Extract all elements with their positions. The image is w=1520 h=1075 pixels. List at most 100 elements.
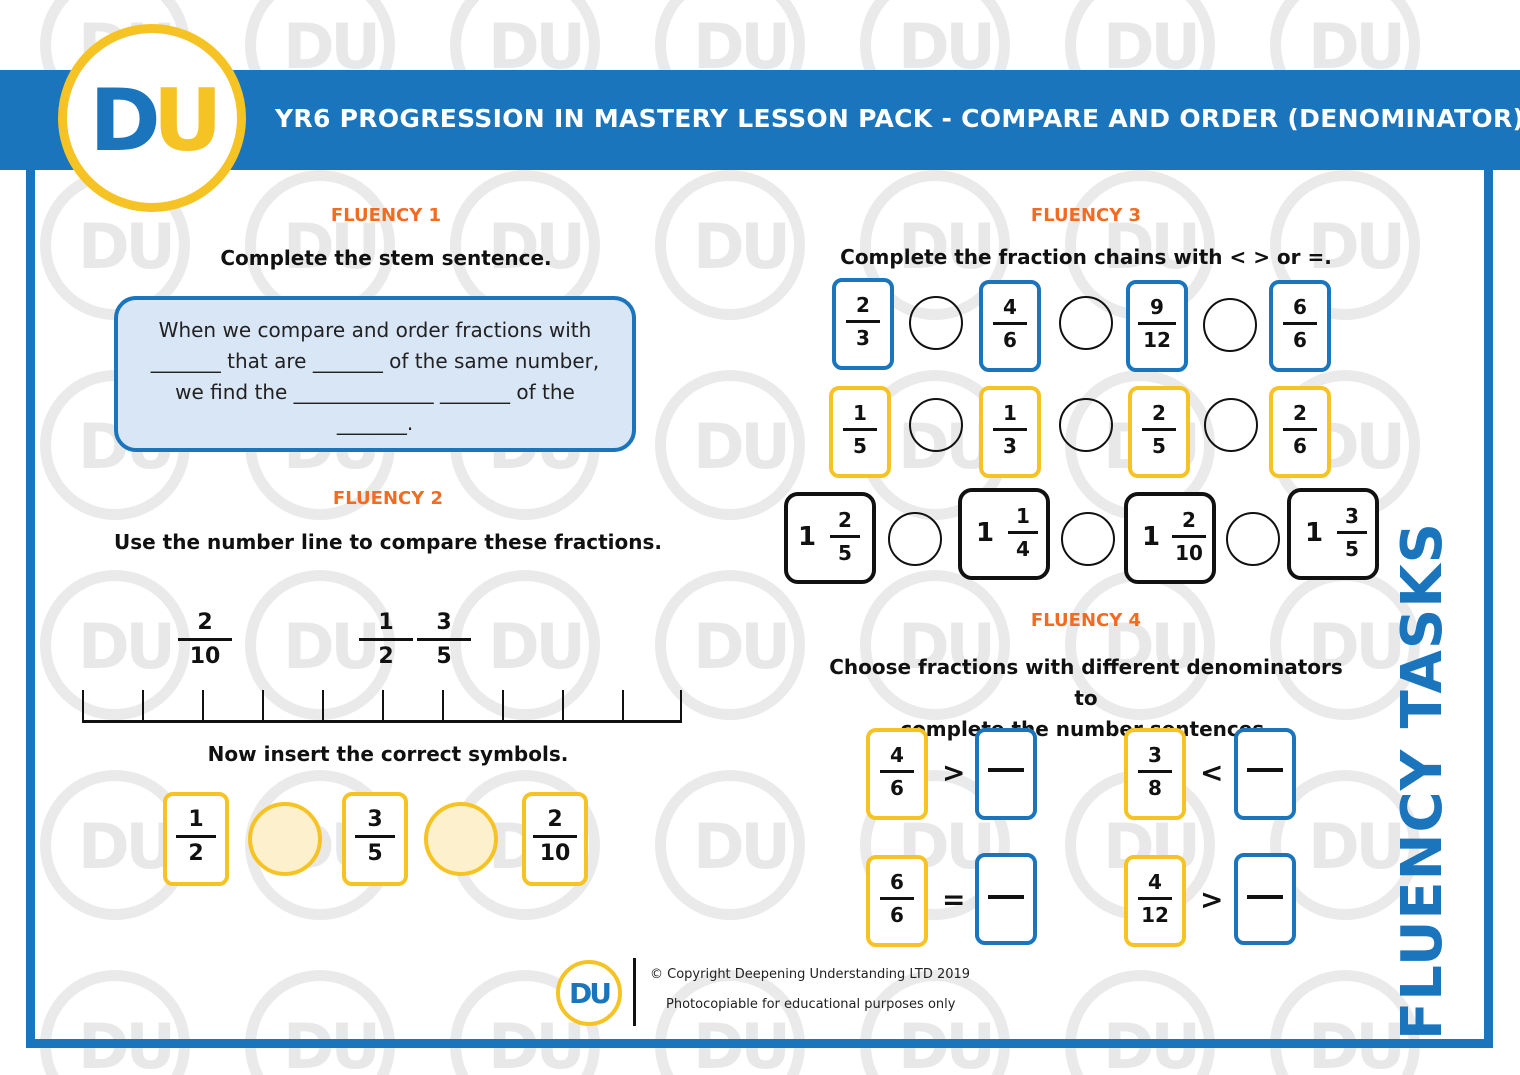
number-line-tick bbox=[622, 690, 624, 722]
watermark-ring bbox=[1270, 770, 1420, 920]
chain-answer-circle[interactable] bbox=[1203, 298, 1257, 352]
fluency3-heading: FLUENCY 3 bbox=[1030, 205, 1142, 226]
watermark-text: DU bbox=[283, 610, 381, 683]
symbol-answer-circle[interactable] bbox=[248, 802, 322, 876]
copyright-text: © Copyright Deepening Understanding LTD … bbox=[650, 967, 971, 982]
watermark-ring bbox=[245, 570, 395, 720]
fluency4-instruction-line-1: Choose fractions with different denomina… bbox=[829, 655, 1343, 710]
chain-answer-circle[interactable] bbox=[1059, 398, 1113, 452]
chain-answer-circle[interactable] bbox=[1204, 398, 1258, 452]
header-band bbox=[0, 70, 1520, 170]
comparison-symbol: < bbox=[1200, 756, 1224, 789]
watermark-text: DU bbox=[78, 810, 176, 883]
brand-logo: DU bbox=[58, 24, 246, 212]
watermark-text: DU bbox=[488, 610, 586, 683]
fluency2-instruction-symbols: Now insert the correct symbols. bbox=[207, 742, 569, 766]
answer-fraction-box[interactable] bbox=[1234, 728, 1296, 820]
watermark-text: DU bbox=[898, 210, 996, 283]
chain-answer-circle[interactable] bbox=[1059, 296, 1113, 350]
chain-answer-circle[interactable] bbox=[909, 296, 963, 350]
answer-fraction-bar bbox=[988, 768, 1024, 772]
number-line-tick bbox=[502, 690, 504, 722]
whole-number: 1 bbox=[976, 518, 995, 548]
footer-logo-text: DU bbox=[569, 977, 612, 1010]
watermark-ring bbox=[860, 570, 1010, 720]
watermark-text: DU bbox=[488, 210, 586, 283]
chain-answer-circle[interactable] bbox=[888, 512, 942, 566]
watermark-text: DU bbox=[693, 610, 791, 683]
watermark-text: DU bbox=[1308, 210, 1406, 283]
watermark-text: DU bbox=[283, 210, 381, 283]
whole-number: 1 bbox=[1305, 518, 1324, 548]
footer-divider bbox=[633, 958, 636, 1026]
fluency1-heading: FLUENCY 1 bbox=[330, 205, 442, 226]
number-line-tick bbox=[202, 690, 204, 722]
logo-letter-u: U bbox=[152, 71, 223, 171]
watermark-ring bbox=[655, 570, 805, 720]
comparison-symbol: > bbox=[942, 756, 966, 789]
watermark-ring bbox=[1270, 170, 1420, 320]
number-line-tick bbox=[142, 690, 144, 722]
fluency4-heading: FLUENCY 4 bbox=[1030, 610, 1142, 631]
footer-logo: DU bbox=[556, 960, 622, 1026]
side-label: FLUENCY TASKS bbox=[1390, 522, 1455, 1040]
watermark-text: DU bbox=[1103, 610, 1201, 683]
answer-fraction-box[interactable] bbox=[975, 853, 1037, 945]
answer-fraction-box[interactable] bbox=[1234, 853, 1296, 945]
stem-line-2: _______ that are _______ of the same num… bbox=[150, 349, 600, 373]
comparison-symbol: > bbox=[1200, 883, 1224, 916]
symbol-answer-circle[interactable] bbox=[424, 802, 498, 876]
number-line-tick bbox=[442, 690, 444, 722]
stem-sentence-text: When we compare and order fractions with… bbox=[132, 315, 618, 439]
watermark-text: DU bbox=[1308, 810, 1406, 883]
watermark-ring bbox=[40, 970, 190, 1075]
number-line-tick bbox=[382, 690, 384, 722]
number-line-tick bbox=[322, 690, 324, 722]
watermark-ring bbox=[1065, 970, 1215, 1075]
fluency1-instruction: Complete the stem sentence. bbox=[220, 246, 552, 270]
fluency4-instruction: Choose fractions with different denomina… bbox=[816, 652, 1356, 745]
comparison-symbol: = bbox=[942, 883, 966, 916]
stem-sentence-box: When we compare and order fractions with… bbox=[114, 296, 636, 452]
number-line-tick bbox=[562, 690, 564, 722]
answer-fraction-box[interactable] bbox=[975, 728, 1037, 820]
page-frame bbox=[26, 160, 1493, 1048]
watermark-text: DU bbox=[1308, 610, 1406, 683]
number-line-tick bbox=[680, 690, 682, 722]
watermark-ring bbox=[245, 970, 395, 1075]
fluency2-instruction: Use the number line to compare these fra… bbox=[113, 530, 662, 554]
watermark-text: DU bbox=[78, 610, 176, 683]
watermark-text: DU bbox=[78, 210, 176, 283]
photocopy-note: Photocopiable for educational purposes o… bbox=[666, 997, 956, 1012]
watermark-text: DU bbox=[693, 410, 791, 483]
fluency4-instruction-line-2: complete the number sentences. bbox=[900, 717, 1272, 741]
whole-number: 1 bbox=[1142, 522, 1161, 552]
answer-fraction-bar bbox=[988, 895, 1024, 899]
watermark-ring bbox=[655, 970, 805, 1075]
watermark-ring bbox=[450, 570, 600, 720]
whole-number: 1 bbox=[798, 522, 817, 552]
chain-answer-circle[interactable] bbox=[909, 398, 963, 452]
chain-answer-circle[interactable] bbox=[1061, 512, 1115, 566]
page-title: YR6 PROGRESSION IN MASTERY LESSON PACK -… bbox=[275, 104, 1520, 133]
chain-answer-circle[interactable] bbox=[1226, 512, 1280, 566]
logo-letter-d: D bbox=[89, 71, 160, 171]
